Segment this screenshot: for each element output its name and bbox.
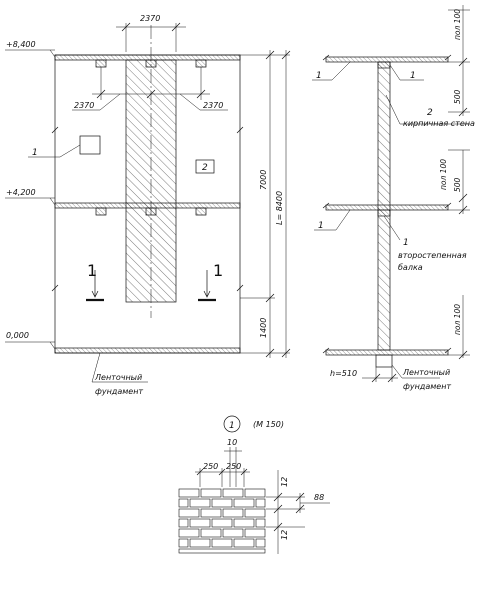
svg-text:1: 1 (213, 261, 223, 280)
section-foundation-line1: Ленточный (402, 368, 450, 377)
dim-right-span: 2370 (203, 101, 223, 110)
detail-dim-10: 10 (227, 438, 237, 447)
section-wall-text: кирпичная стена (403, 119, 475, 128)
section-mark-left: 1 (86, 261, 104, 302)
panel-callout-number: 1 (32, 148, 38, 158)
plan-foundation-line1: Ленточный (94, 373, 142, 382)
section-dim-500-mid: 500 (453, 177, 462, 192)
elevation-zero: 0,000 (5, 331, 56, 350)
detail-callout-number: 1 (229, 421, 235, 431)
detail-dim-250-right: 250 (226, 462, 241, 471)
section-floor-bottom: пол 100 (453, 304, 462, 335)
section-floor-top: пол 100 (453, 9, 462, 40)
section-beam-text-line2: балка (398, 263, 423, 272)
dim-total-height: L= 8400 (275, 191, 284, 225)
section-wall-thickness: h=510 (330, 369, 357, 378)
plan-foundation-line2: фундамент (95, 387, 143, 396)
detail-dim-12-bottom: 12 (280, 530, 289, 540)
section-beam-number: 1 (403, 238, 409, 248)
detail-dim-88: 88 (314, 493, 324, 502)
section-wall (377, 61, 391, 351)
elevation-top: +8,400 (5, 40, 56, 58)
slab-top (54, 54, 241, 61)
section-floor-mid: пол 100 (439, 159, 448, 190)
brick-detail: 1 (М 150) 10 250 250 (178, 415, 330, 554)
svg-text:1: 1 (87, 261, 97, 280)
section-slab-mid-label: 1 (318, 221, 324, 231)
dim-left-span: 2370 (74, 101, 94, 110)
section-slab-top-left-label: 1 (316, 71, 322, 81)
svg-text:+8,400: +8,400 (6, 40, 36, 49)
detail-scale: (М 150) (253, 420, 284, 429)
dim-upper-height: 7000 (259, 170, 268, 190)
section-slab-bottom (325, 349, 449, 356)
beam-mid-3 (195, 207, 207, 216)
svg-text:0,000: 0,000 (6, 331, 29, 340)
room-marker-box (195, 159, 215, 174)
section-foundation (375, 354, 393, 368)
section-dim-500-top: 500 (453, 89, 462, 104)
elevation-middle: +4,200 (5, 188, 56, 206)
plan-view: 2370 2370 2370 1 2 +8,400 (5, 14, 291, 396)
panel-square (79, 135, 101, 155)
detail-dim-12-top: 12 (280, 477, 289, 487)
beam-top-1 (95, 59, 107, 68)
room-marker-number: 2 (202, 163, 208, 173)
detail-callout-circle (223, 415, 241, 433)
section-wall-number: 2 (427, 108, 433, 118)
svg-text:+4,200: +4,200 (6, 188, 36, 197)
section-view: 1 1 2 кирпичная стена 1 1 второстепенная… (312, 5, 475, 391)
dim-lower-height: 1400 (259, 318, 268, 338)
section-slab-top-right-label: 1 (410, 71, 416, 81)
beam-mid-1 (95, 207, 107, 216)
detail-dim-250-left: 250 (203, 462, 218, 471)
brick-masonry (178, 488, 266, 554)
slab-bottom (54, 347, 241, 354)
beam-top-3 (195, 59, 207, 68)
section-slab-top (325, 56, 449, 63)
section-foundation-line2: фундамент (403, 382, 451, 391)
dim-wall-width-top: 2370 (140, 14, 160, 23)
section-mark-right: 1 (198, 261, 223, 302)
section-beam-text-line1: второстепенная (398, 251, 467, 260)
